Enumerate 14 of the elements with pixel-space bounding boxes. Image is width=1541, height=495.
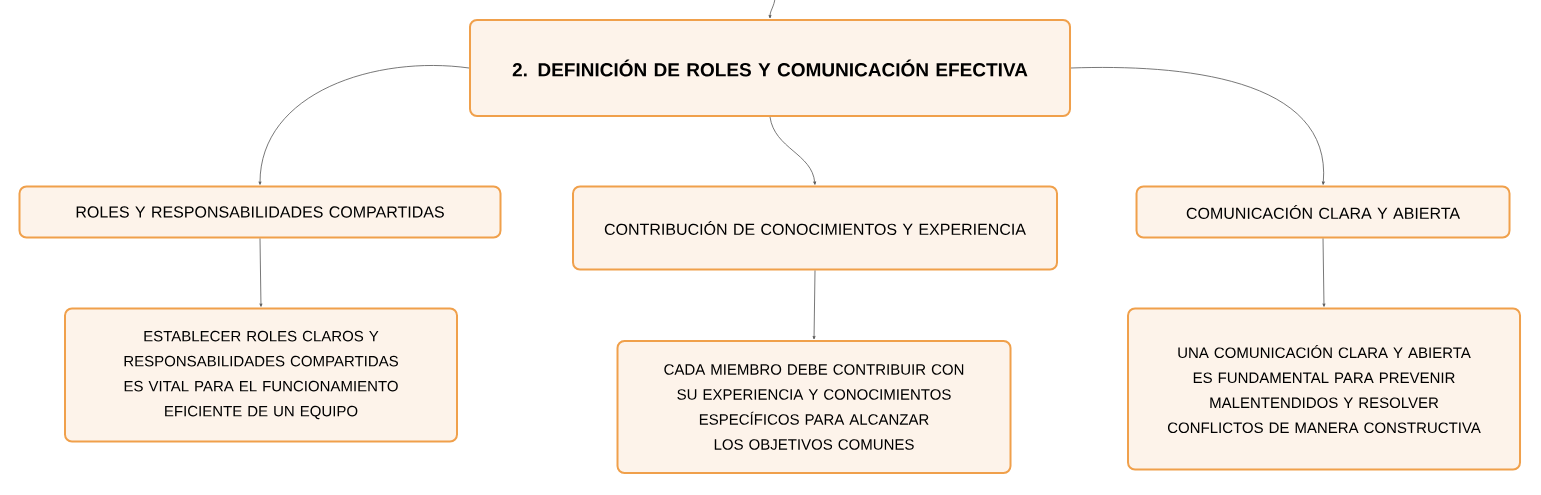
arrow [258,65,470,185]
arrow [259,238,263,307]
topic-box: COMUNICACIÓN CLARA Y ABIERTA [1135,185,1511,239]
title-box: 2. DEFINICIÓN DE ROLES Y COMUNICACIÓN EFECTIVA [469,19,1071,117]
topic-box: CADA MIEMBRO DEBE CONTRIBUIR CON SU EXPERIENCIA Y CONOCIMIENTOS ESPECÍFICOS PARA ALCANZAR LOS OBJETIVOS COMUNES [616,340,1012,474]
arrow [769,116,817,185]
arrow [1322,238,1326,307]
topic-box: ESTABLECER ROLES CLAROS Y RESPONSABILIDADES COMPARTIDAS ES VITAL PARA EL FUNCIONAMIENTO EFICIENTE DE UN EQUIPO [64,307,458,443]
arrow [768,0,776,19]
topic-box: UNA COMUNICACIÓN CLARA Y ABIERTA ES FUNDAMENTAL PARA PREVENIR MALENTENDIDOS Y RESOLVER CONFLICTOS DE MANERA CONSTRUCTIVA [1127,307,1521,471]
arrow [1070,67,1325,185]
topic-box: ROLES Y RESPONSABILIDADES COMPARTIDAS [18,185,502,239]
arrow [812,270,816,340]
topic-box: CONTRIBUCIÓN DE CONOCIMIENTOS Y EXPERIENCIA [572,185,1058,271]
